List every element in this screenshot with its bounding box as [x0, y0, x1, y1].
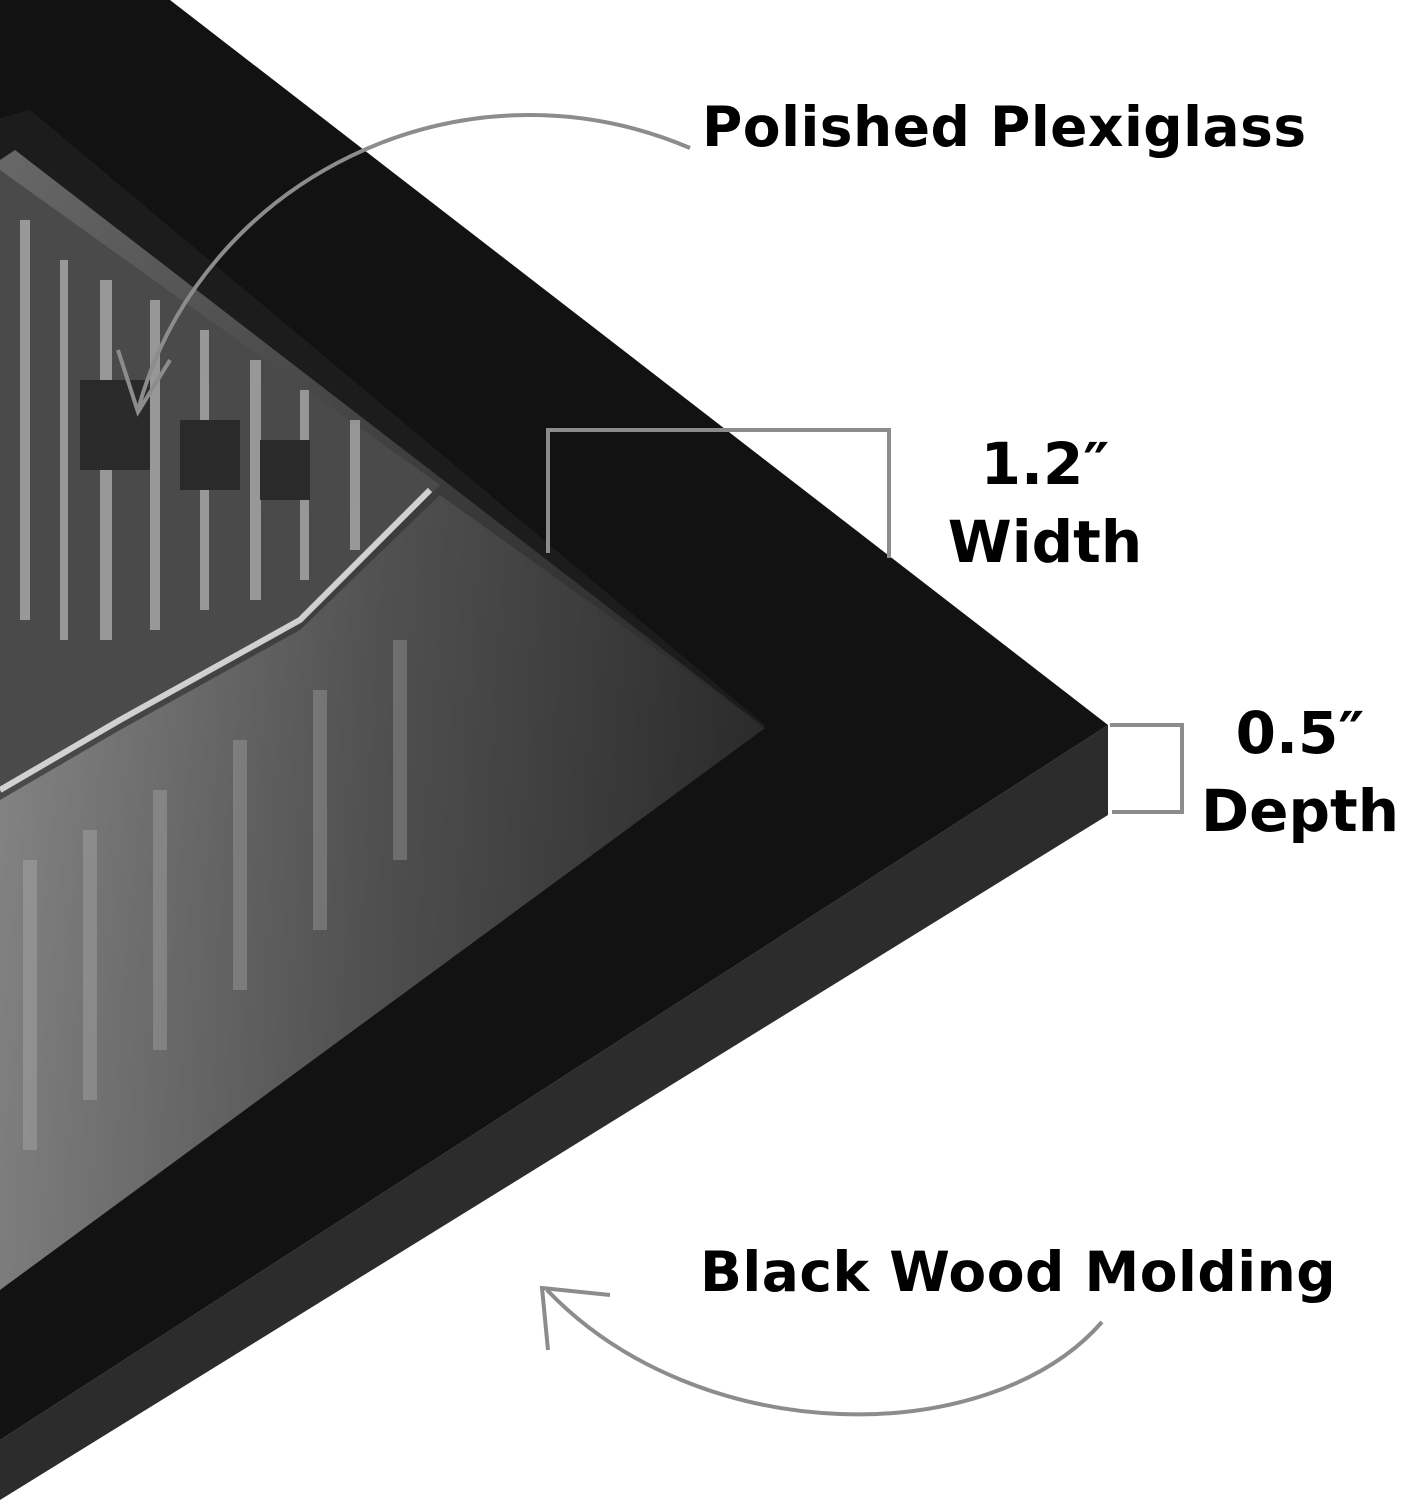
molding-callout-arrow: [545, 1288, 1104, 1417]
plexiglass-callout-arrow: [136, 113, 691, 411]
frame-side-edge: [0, 725, 1108, 1500]
width-label: Width: [947, 508, 1143, 576]
depth-callout: 0.5″ Depth: [1200, 694, 1400, 850]
molding-label: Black Wood Molding: [700, 1240, 1337, 1304]
plexiglass-label: Polished Plexiglass: [702, 95, 1307, 159]
plexiglass-arrowhead: [116, 349, 172, 417]
width-bracket: [546, 428, 891, 558]
depth-label: Depth: [1200, 777, 1399, 845]
depth-value: 0.5″: [1235, 699, 1365, 767]
depth-bracket: [1110, 723, 1184, 814]
width-value: 1.2″: [980, 430, 1110, 498]
width-callout: 1.2″ Width: [925, 425, 1165, 581]
molding-arrowhead: [539, 1285, 611, 1351]
